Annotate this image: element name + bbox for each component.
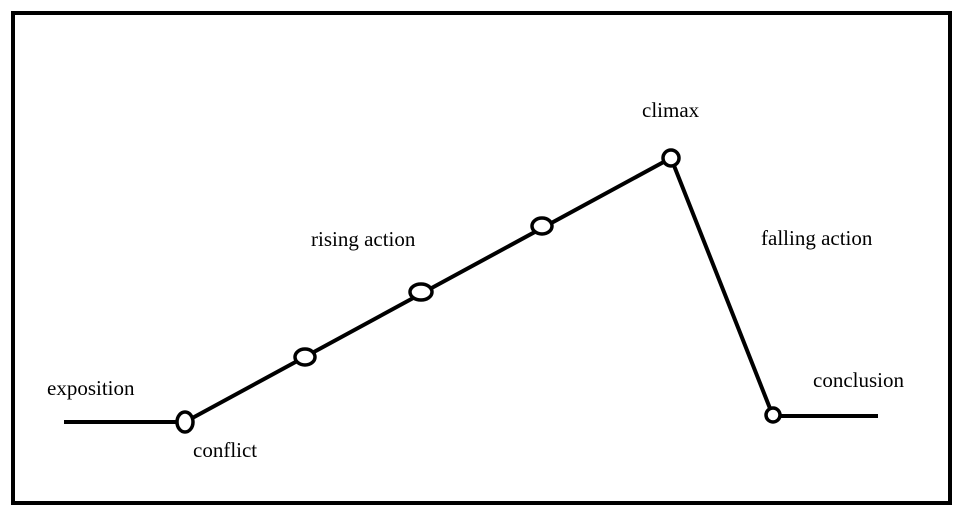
rising-action-node-1: [293, 347, 317, 367]
rising-action-label: rising action: [311, 227, 416, 251]
falling-action-line: [669, 156, 775, 418]
conclusion-label: conclusion: [813, 368, 904, 392]
conflict-label: conflict: [193, 438, 258, 462]
climax-node: [661, 148, 681, 168]
rising-action-node-3: [530, 216, 554, 236]
falling-action-label: falling action: [761, 226, 873, 250]
rising-action-node-2: [408, 282, 434, 302]
climax-label: climax: [642, 98, 700, 122]
exposition-label: exposition: [47, 376, 135, 400]
conclusion-node: [764, 406, 782, 424]
conflict-node: [175, 410, 195, 434]
